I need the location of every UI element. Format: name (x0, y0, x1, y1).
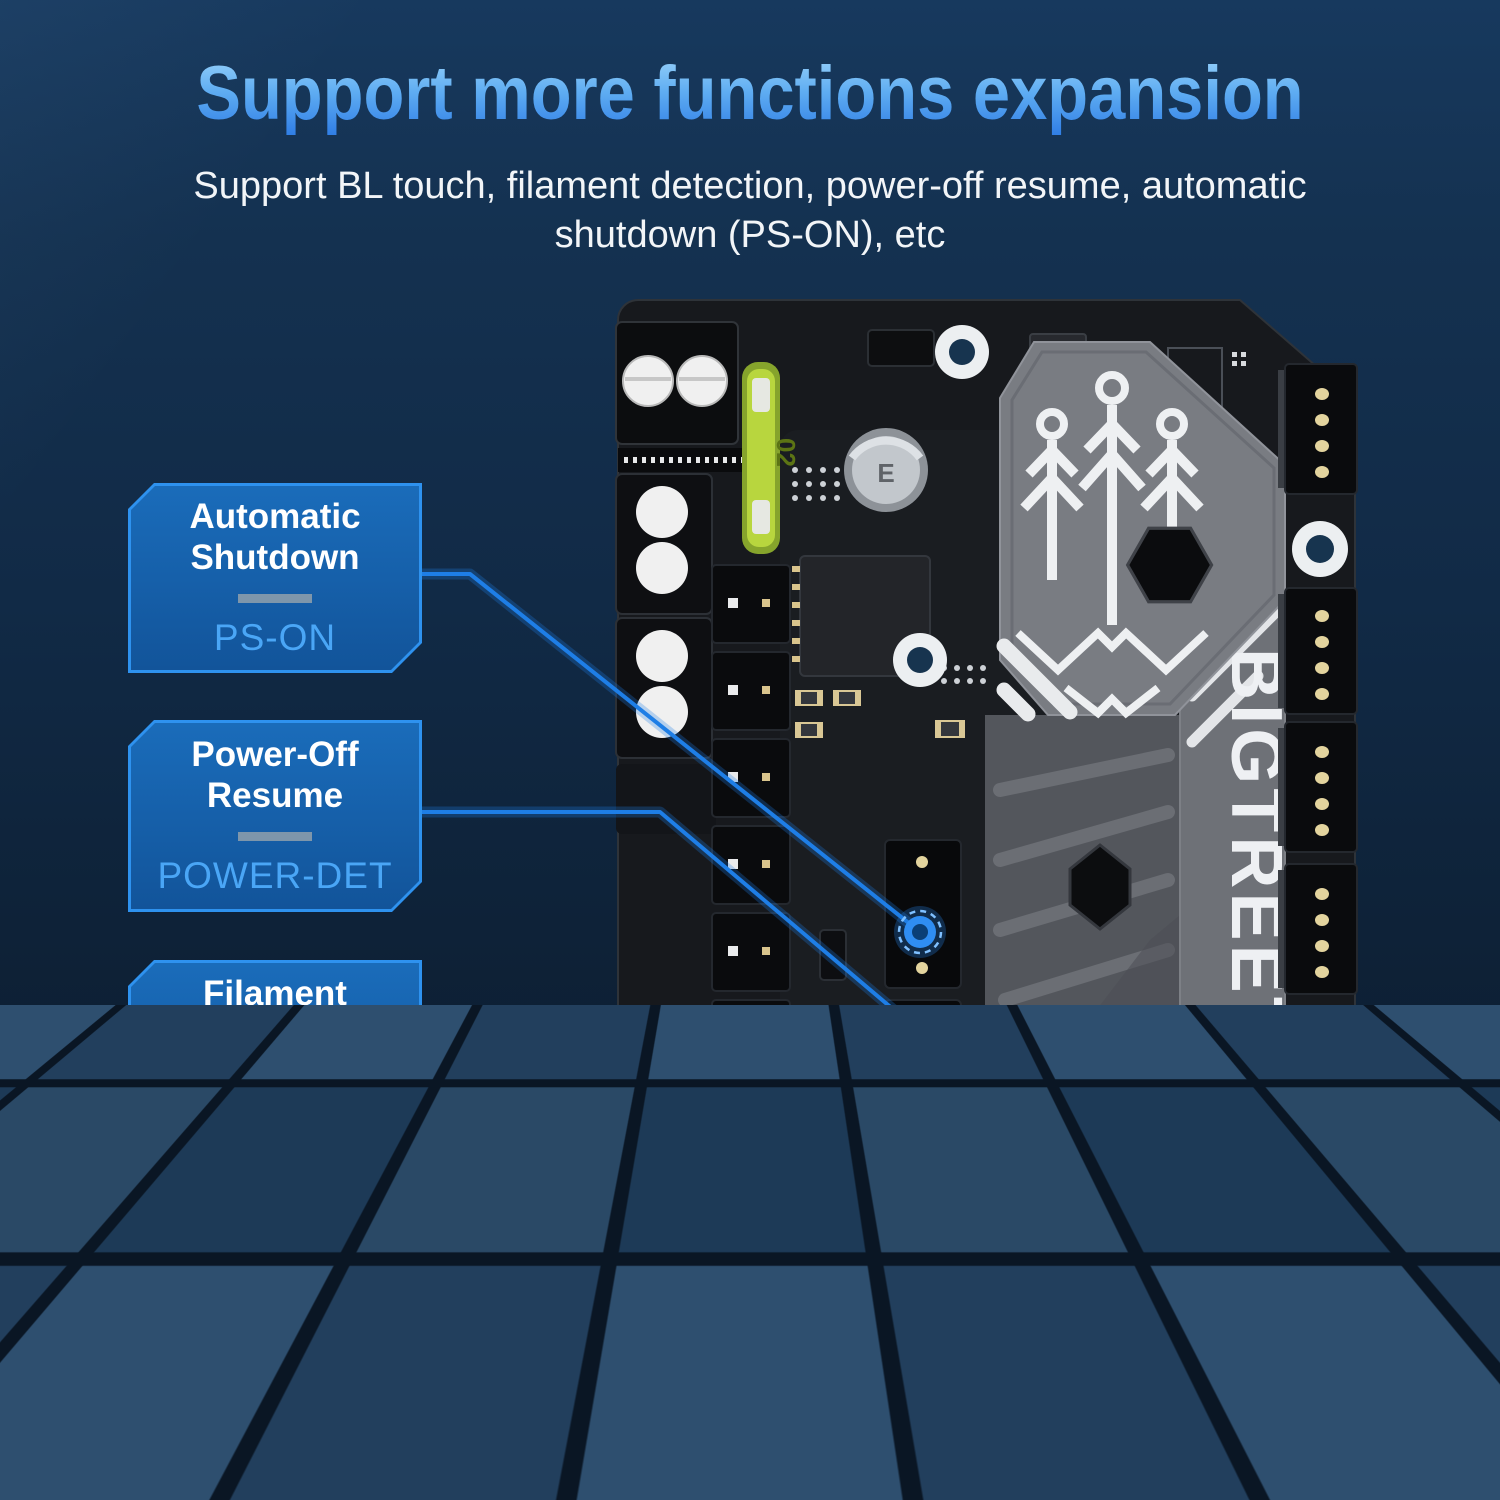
fuse-label: 02 (771, 438, 801, 467)
callout-line-power-det (418, 810, 922, 1034)
connector-right-4 (1278, 863, 1358, 995)
idc-header (691, 1287, 907, 1427)
fuse: 02 (742, 362, 801, 554)
reflection-fade (560, 1420, 1440, 1500)
subtitle-line-1: Support BL touch, filament detection, po… (193, 165, 1307, 207)
micro-usb-port (1032, 1330, 1128, 1407)
bigtreetech-logo (1015, 371, 1209, 719)
connector-right-2 (1278, 587, 1358, 715)
page-title: Support more functions expansion (90, 50, 1410, 137)
via-cluster-a (792, 467, 840, 501)
connection-dots (894, 906, 946, 1290)
connection-dot-power-det (894, 1006, 946, 1058)
capacitor-label: E (877, 458, 894, 488)
io-silkscreen: I/O (1113, 1272, 1160, 1328)
page-subtitle: Support BL touch, filament detection, po… (0, 162, 1500, 259)
callout-sublabel: 2-PROBE (190, 1294, 360, 1336)
header-cluster-upper (911, 1207, 1013, 1231)
mounting-hole-bottom-left (622, 1366, 674, 1418)
capacitor: E (844, 428, 928, 512)
terminal-pin-strip (624, 457, 754, 463)
ps-on-connector (884, 839, 962, 989)
callout-line-ps-on (418, 572, 922, 934)
heatsink-screw-hex-lower (1068, 843, 1132, 931)
shield-stripes (996, 638, 1078, 722)
screw-terminal-blocks (615, 473, 716, 834)
smd-strip-horizontal (1164, 1201, 1286, 1231)
connection-dot-ps-on (894, 906, 946, 958)
connector-right-5 (1278, 1011, 1358, 1147)
pcb-board: 02 (615, 299, 1358, 1442)
callout-sublabel: FIL-DET (201, 1094, 349, 1136)
callout-divider (238, 832, 312, 841)
smd-strip-vertical (1137, 1236, 1167, 1318)
mounting-hole-right-lower (1292, 1169, 1348, 1225)
mounting-hole-right-upper (1292, 521, 1348, 577)
connector-right-3 (1278, 721, 1358, 853)
connection-dot-fil-det (894, 1137, 946, 1189)
power-terminal-block (615, 321, 768, 472)
left-connector-column (711, 564, 791, 1340)
callout-lines (414, 568, 926, 1270)
callout-sublabel: POWER-DET (157, 855, 393, 897)
callout-line-fil-det (418, 1060, 922, 1165)
header-cluster-lower (907, 1321, 1009, 1375)
callout-box-2-probe: BL Touch 2-PROBE (128, 1191, 422, 1361)
callout-divider (238, 594, 312, 603)
mounting-holes (622, 325, 1348, 1418)
power-det-connector (884, 999, 962, 1105)
mounting-hole-mid (893, 633, 947, 687)
callout-divider (238, 1272, 312, 1281)
via-cluster-b (941, 665, 986, 684)
heatsink-screw-hex-upper (1125, 526, 1214, 604)
callout-sublabel: PS-ON (213, 617, 337, 659)
mounting-hole-top (935, 325, 989, 379)
callout-title: BL Touch (195, 1215, 355, 1255)
subtitle-line-2: shutdown (PS-ON), etc (554, 213, 946, 256)
inductor (867, 329, 935, 367)
connection-dot-2-probe (894, 1238, 946, 1290)
heatsink: BIGTREETECH (985, 341, 1296, 1229)
callout-divider (238, 1071, 312, 1080)
connector-right-1 (1278, 363, 1358, 495)
right-connector-column (1278, 363, 1358, 1147)
silkscreen-dots (1232, 352, 1246, 366)
